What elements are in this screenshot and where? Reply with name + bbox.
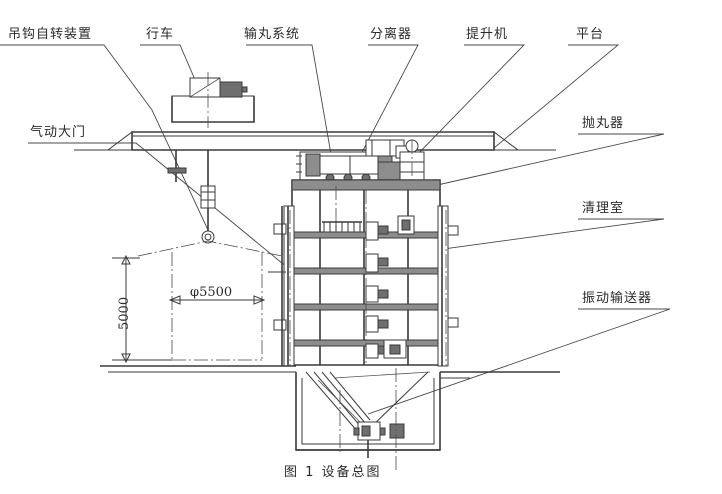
crane-cab-diagonal <box>189 77 221 98</box>
separator-internal <box>371 140 391 156</box>
figure-caption: 图 1 设备总图 <box>284 465 382 480</box>
chute-left-wall-4 <box>329 371 371 421</box>
hopper-chute <box>305 371 431 433</box>
callout-label-elevator: 提升机 <box>466 27 509 42</box>
vibrating-conveyor <box>339 368 405 470</box>
shot-feed-hopper-1 <box>319 155 351 175</box>
vib-conveyor-mount-right <box>379 427 386 436</box>
blast-wheels <box>365 221 389 359</box>
crane-body-outline <box>171 96 255 123</box>
blast-wheel-4 <box>365 315 379 333</box>
leader-separator <box>357 44 419 161</box>
callout-label-shot-feed: 输丸系统 <box>244 27 301 42</box>
crane-motor <box>219 81 243 98</box>
crane-motor-shaft <box>241 86 248 93</box>
hook-rotator-detail <box>201 186 215 208</box>
blast-wheel-1-motor <box>377 225 389 235</box>
callout-label-clean-room: 清理室 <box>582 201 625 216</box>
workpiece-envelope <box>171 252 263 361</box>
right-wall-column <box>437 205 459 367</box>
blast-wheel-2-motor <box>377 257 389 267</box>
platform-right-end <box>493 131 520 151</box>
dimension-label-diameter: φ5500 <box>190 285 233 300</box>
chamber-service-box-inner <box>401 219 411 231</box>
blast-wheel-2 <box>365 253 379 273</box>
platform-beam <box>131 131 495 151</box>
vib-conveyor-drive <box>361 425 371 437</box>
chute-left-wall <box>305 371 359 433</box>
dimension-lines <box>112 254 266 364</box>
right-column-bracket-bottom <box>447 317 459 328</box>
hoist-and-hook <box>137 150 283 257</box>
callout-label-blast-wheel: 抛丸器 <box>582 116 625 131</box>
shot-feed-hopper-2 <box>349 155 379 175</box>
chamber-bottom-box-inner <box>389 344 401 355</box>
leader-vib-conveyor <box>367 308 671 415</box>
dimension-label-height: 5000 <box>117 296 132 330</box>
leader-air-door <box>28 142 289 269</box>
platform-support-cap <box>167 167 187 174</box>
right-column <box>437 205 449 367</box>
right-column-bracket-top <box>447 225 459 236</box>
shot-curtain <box>322 221 362 232</box>
callout-label-hook-rotator: 吊钩自转装置 <box>8 27 93 42</box>
shot-feed-left-box <box>305 153 321 177</box>
platform-left-end <box>106 131 133 151</box>
door-actuator-top <box>273 223 287 235</box>
platform-structure <box>74 131 556 182</box>
dim-horizontal-arrow-left <box>168 295 181 305</box>
callout-label-vib-conveyor: 振动输送器 <box>582 291 653 306</box>
chute-left-wall-3 <box>321 371 367 425</box>
load-spreader <box>137 240 283 257</box>
callout-label-platform: 平台 <box>576 27 605 42</box>
leader-shot-feed <box>246 44 333 161</box>
crane-trolley <box>171 72 255 128</box>
blast-wheel-5 <box>365 343 379 359</box>
blast-wheel-4-motor <box>377 319 389 329</box>
callout-label-crane: 行车 <box>146 27 175 42</box>
cleaning-chamber <box>291 139 441 366</box>
leader-elevator <box>411 44 526 161</box>
leader-clean-room <box>391 218 665 257</box>
callout-label-air-door: 气动大门 <box>30 125 87 140</box>
hook-swivel <box>201 230 215 244</box>
leader-platform <box>493 44 620 149</box>
blast-wheel-3-motor <box>377 289 389 299</box>
upper-deck-ribs <box>296 155 302 173</box>
callout-label-separator: 分离器 <box>370 27 413 42</box>
chamber-top-band <box>291 179 441 191</box>
dim-horizontal-arrow-right <box>253 295 266 305</box>
chute-right-wall <box>369 371 429 429</box>
dim-vertical-arrow-top <box>121 254 131 265</box>
leader-blast-wheel <box>423 133 665 189</box>
floor-and-pit <box>100 365 560 451</box>
door-actuator-bottom <box>273 319 287 331</box>
hook-swivel-inner <box>204 233 212 241</box>
dim-vertical-arrow-bottom <box>121 353 131 364</box>
vib-conveyor-mount-left <box>353 427 360 436</box>
shot-curtain-teeth <box>323 222 361 232</box>
crane-body <box>171 95 255 123</box>
pneumatic-door <box>268 205 295 367</box>
blast-wheel-3 <box>365 285 379 303</box>
vib-conveyor-motor <box>389 423 405 439</box>
blast-wheel-1 <box>365 221 379 241</box>
chute-right-slope <box>333 371 431 379</box>
